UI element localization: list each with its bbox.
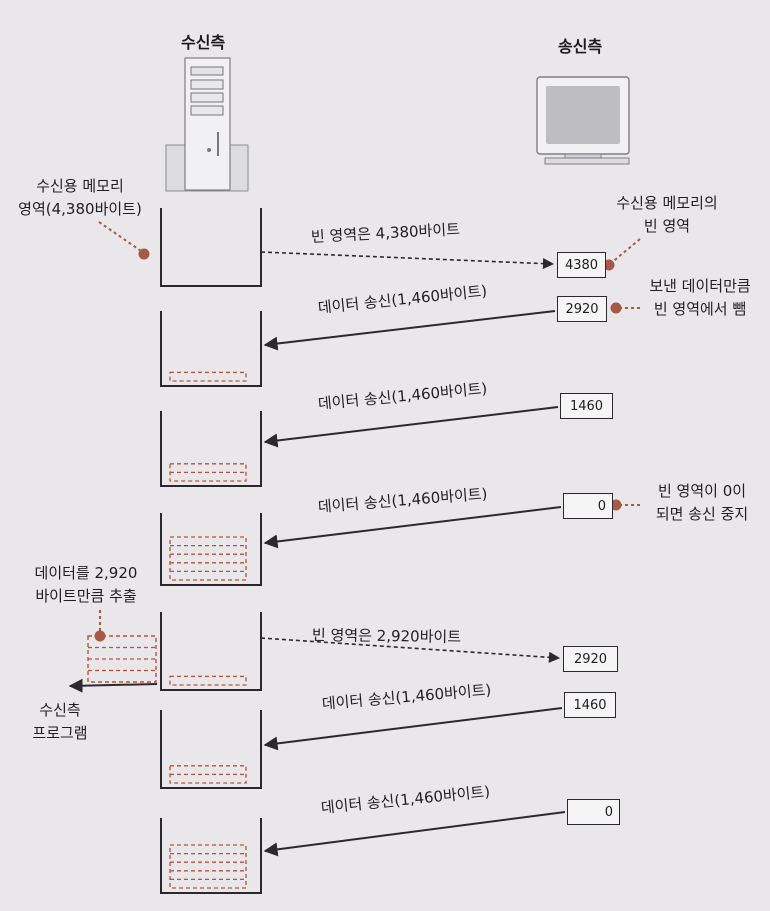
dot-subtract	[610, 302, 622, 314]
buffered-data	[169, 675, 247, 686]
dot-sender-window	[603, 259, 615, 271]
receive-buffer	[160, 411, 262, 487]
window-advert-arrow	[260, 637, 561, 663]
receive-buffer	[160, 311, 262, 387]
note-subtract-line1: 보낸 데이터만큼	[649, 277, 751, 295]
data-send-arrow	[263, 707, 563, 751]
server-icon	[165, 57, 249, 192]
note-receive-buffer-line1: 수신용 메모리	[36, 177, 124, 195]
receive-buffer	[160, 612, 262, 691]
sender-window-counter: 1460	[560, 393, 613, 419]
note-stop-line1: 빈 영역이 0이	[657, 482, 747, 500]
note-stop-line2: 되면 송신 중지	[655, 505, 749, 523]
sender-title: 송신측	[558, 37, 603, 56]
receive-buffer	[160, 818, 262, 894]
note-program-line2: 프로그램	[32, 724, 88, 742]
sender-window-counter: 0	[567, 799, 620, 825]
receive-buffer	[160, 710, 262, 789]
note-extract-line2: 바이트만큼 추출	[35, 587, 137, 605]
buffered-data	[169, 371, 247, 382]
rows-layer	[160, 208, 566, 894]
note-subtract-line2: 빈 영역에서 뺌	[653, 300, 747, 318]
window-advert-label: 빈 영역은 2,920바이트	[311, 626, 462, 647]
note-sender-window-line2: 빈 영역	[643, 217, 691, 235]
data-send-arrow	[263, 506, 562, 549]
window-advert-arrow	[260, 251, 555, 270]
dot-stop	[610, 499, 622, 511]
data-send-arrow	[263, 406, 559, 448]
receive-buffer	[160, 513, 262, 586]
dot-extract	[94, 630, 106, 642]
dot-receive-buffer	[138, 248, 150, 260]
sender-window-counter: 4380	[557, 252, 606, 278]
extract-arrow	[68, 678, 158, 693]
sender-window-counter: 2920	[557, 296, 607, 322]
sender-window-counter: 2920	[563, 646, 618, 672]
receiver-title: 수신측	[181, 33, 226, 52]
receive-buffer	[160, 208, 262, 287]
data-send-arrow	[263, 811, 566, 857]
buffered-data	[169, 536, 247, 581]
data-send-arrow	[263, 310, 556, 351]
note-sender-window-line1: 수신용 메모리의	[616, 194, 718, 212]
sender-window-counter: 0	[563, 493, 613, 519]
note-receive-buffer-line2: 영역(4,380바이트)	[18, 200, 142, 218]
leader-lines	[98, 221, 641, 632]
buffered-data	[169, 844, 247, 889]
note-program-line1: 수신측	[39, 701, 81, 719]
monitor-icon	[536, 76, 630, 165]
note-extract-line1: 데이터를 2,920	[34, 564, 138, 582]
sender-window-counter: 1460	[564, 692, 616, 718]
